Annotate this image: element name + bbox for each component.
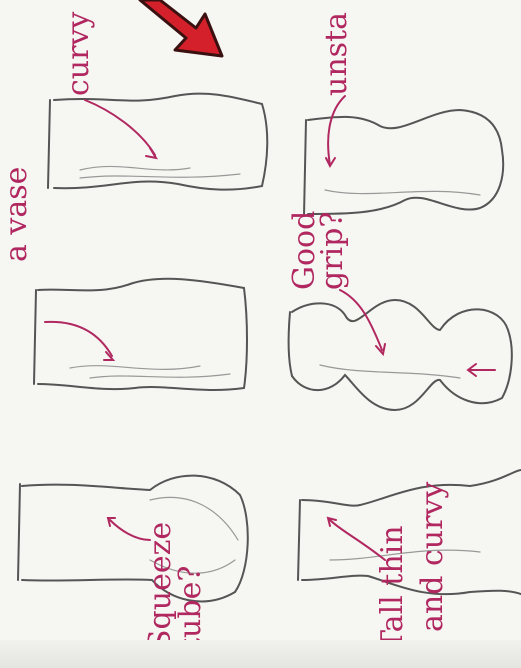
curvy-vase-sketch: [48, 94, 267, 190]
paper-edge: [0, 640, 521, 668]
red-arrow-icon: [140, 0, 222, 56]
label-unstable: unsta: [322, 12, 352, 96]
a-vase-sketch: [34, 279, 247, 390]
label-curvy: curvy: [64, 12, 94, 96]
label-squeeze: Squeeze: [146, 522, 176, 650]
label-grip: grip?: [318, 212, 348, 290]
good-grip-vase-sketch: [289, 300, 512, 410]
label-a-vase: a vase: [2, 167, 32, 262]
label-tube: tube?: [176, 566, 206, 650]
label-tall-thin: Tall thin: [378, 525, 408, 650]
label-and-curvy: and curvy: [418, 482, 448, 632]
unstable-vase-sketch: [304, 110, 503, 216]
squeeze-tube-sketch: [18, 476, 248, 602]
